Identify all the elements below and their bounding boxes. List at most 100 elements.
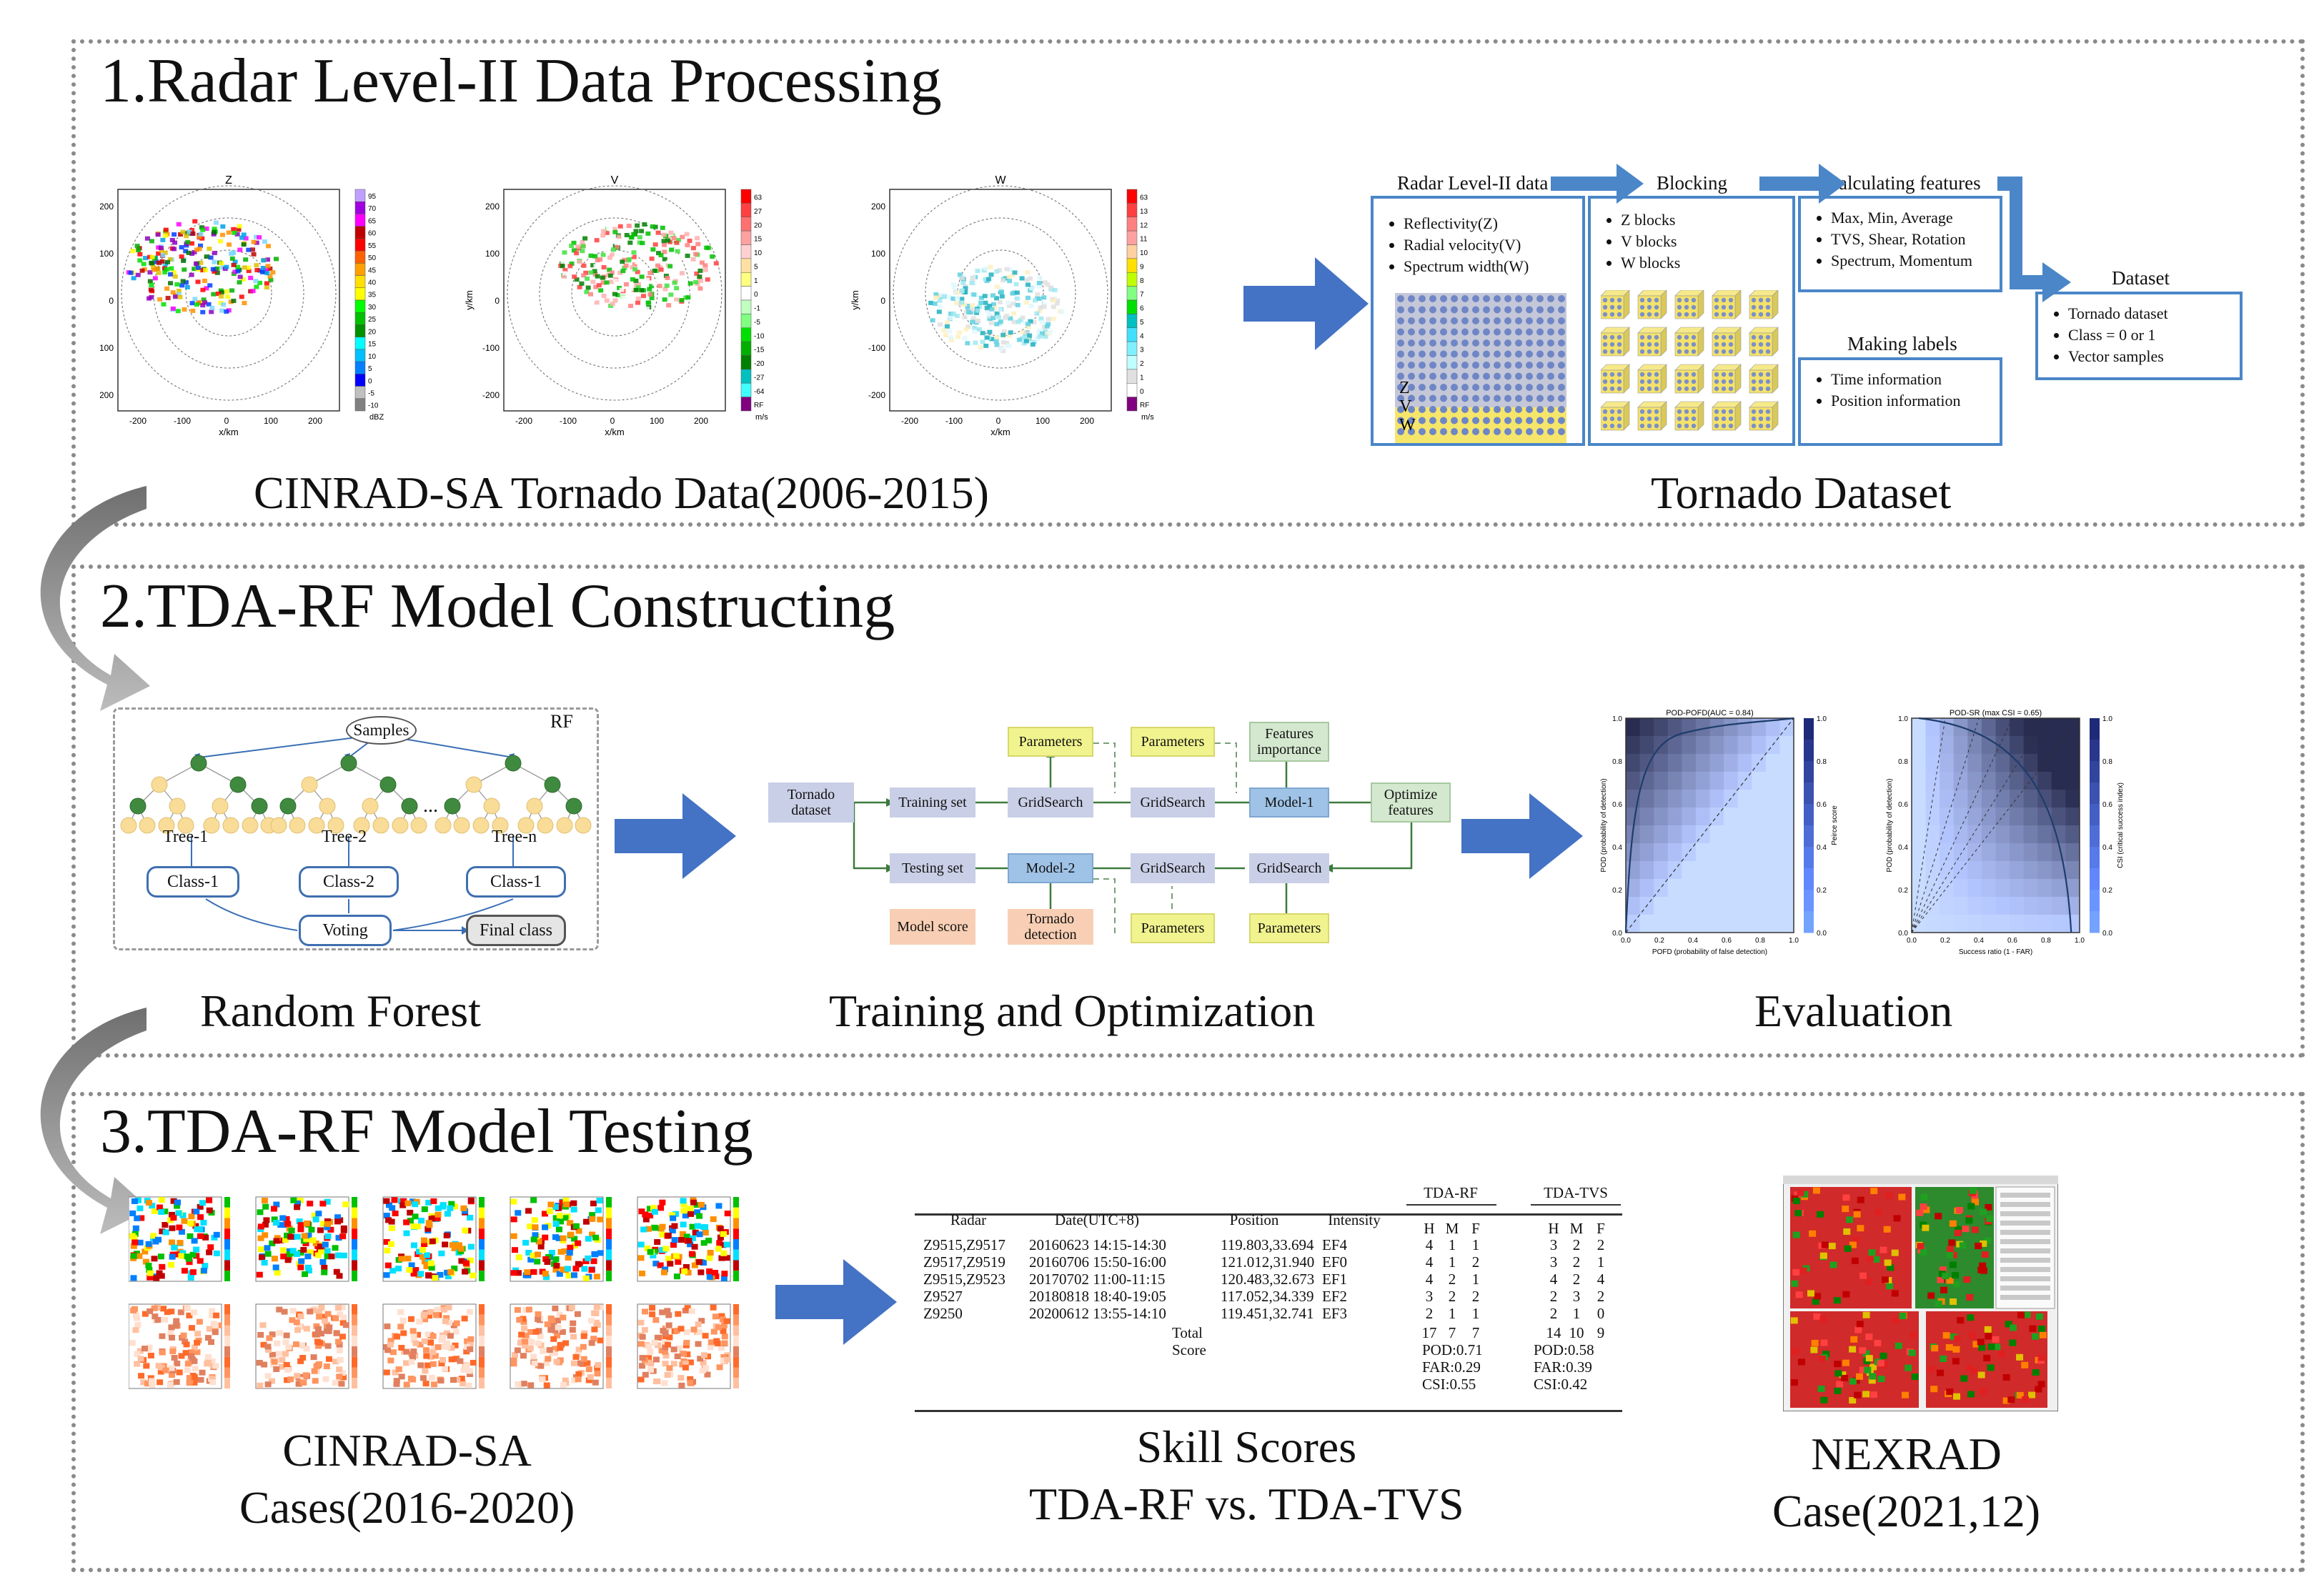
- thumb-cell: [271, 1216, 278, 1223]
- echo-cell: [1008, 330, 1013, 335]
- flow-testing-set: Testing set: [890, 853, 975, 883]
- colorbar-tick: 8: [1140, 277, 1144, 285]
- echo-cell: [630, 272, 635, 277]
- grid-yellow-band: [1395, 407, 1566, 443]
- echo-cell: [942, 294, 948, 299]
- thumb-cell: [403, 1381, 410, 1388]
- cube-dot: [1609, 297, 1615, 303]
- eval-cell: [1639, 718, 1654, 737]
- cube-dot: [1617, 416, 1622, 422]
- echo-cell: [604, 280, 610, 285]
- eval-cbar-label: CSI (critical success index): [2117, 782, 2125, 868]
- echo-cell: [569, 244, 575, 249]
- tree-node: [472, 817, 490, 834]
- thumb-cell: [687, 1241, 694, 1248]
- eval-cell: [1737, 861, 1752, 880]
- nexrad-cell: [1854, 1391, 1862, 1398]
- thumb-cell: [297, 1313, 304, 1320]
- cube-dot: [1639, 304, 1645, 310]
- echo-cell: [236, 227, 242, 232]
- grid-dot: [1397, 328, 1404, 336]
- echo-cell: [614, 240, 620, 245]
- echo-cell: [246, 247, 252, 252]
- thumb-cell: [206, 1197, 213, 1203]
- thumb-cell: [298, 1258, 305, 1264]
- thumb-cell: [147, 1270, 154, 1276]
- thumb-cell: [279, 1215, 287, 1221]
- cube-dot: [1677, 312, 1682, 317]
- echo-cell: [149, 254, 155, 259]
- echo-cell: [158, 246, 164, 251]
- thumb-cell: [585, 1366, 592, 1373]
- echo-cell: [1021, 341, 1027, 346]
- cube-dot: [1684, 423, 1689, 429]
- echo-cell: [217, 239, 223, 244]
- nexrad-cell: [1853, 1211, 1861, 1218]
- thumb-cell: [323, 1328, 330, 1334]
- thumb-cell: [391, 1197, 398, 1203]
- echo-cell: [994, 342, 1000, 347]
- eval-cell: [1925, 861, 1940, 880]
- thumb-cell: [300, 1246, 307, 1253]
- thumb-cell: [187, 1349, 194, 1356]
- thumb-cell: [581, 1330, 588, 1336]
- thumb-cell: [662, 1331, 669, 1337]
- thumb-cell: [171, 1355, 178, 1361]
- echo-cell: [595, 274, 600, 279]
- cube-dot: [1677, 342, 1682, 347]
- nexrad-cell: [1975, 1243, 1982, 1250]
- thumb-cell: [572, 1266, 580, 1272]
- thumb-cbar: [479, 1304, 485, 1315]
- thumb-cell: [145, 1241, 152, 1247]
- echo-cell: [610, 302, 615, 307]
- echo-cell: [219, 232, 225, 237]
- colorbar-tick: 10: [368, 353, 377, 361]
- cube-dot: [1647, 304, 1652, 310]
- nexrad-cell: [1792, 1268, 1800, 1276]
- thumb-cell: [417, 1362, 424, 1368]
- thumb-cell: [682, 1212, 689, 1218]
- cube-dot: [1654, 312, 1659, 317]
- eval-cell: [1912, 790, 1927, 808]
- flow-parameters-4: Parameters: [1249, 913, 1329, 943]
- eval-cell: [2023, 879, 2038, 898]
- x-tick: 200: [694, 416, 708, 426]
- thumb-cell: [181, 1268, 188, 1274]
- thumb-cell: [720, 1322, 728, 1328]
- eval-cell: [1709, 790, 1724, 808]
- echo-cell: [951, 284, 957, 289]
- thumb-cell: [274, 1235, 281, 1241]
- echo-cell: [144, 236, 150, 241]
- thumb-cell: [418, 1218, 425, 1224]
- thumb-cell: [387, 1357, 394, 1363]
- thumb-cell: [324, 1224, 331, 1231]
- thumb-cell: [305, 1232, 312, 1238]
- thumb-cell: [311, 1212, 318, 1218]
- caption-skill-line1: Skill Scores: [1136, 1421, 1357, 1472]
- thumb-cell: [294, 1204, 301, 1211]
- thumb-cell: [597, 1304, 604, 1311]
- case-thumbnail: [129, 1303, 230, 1389]
- thumb-cell: [132, 1312, 139, 1318]
- grid-dot: [1515, 372, 1522, 380]
- echo-cell: [975, 308, 980, 313]
- eval-cell: [1709, 861, 1724, 880]
- thumb-cell: [570, 1200, 577, 1206]
- echo-cell: [580, 244, 586, 249]
- grid-dot: [1461, 428, 1469, 435]
- table-cell-rf: 1: [1448, 1305, 1456, 1322]
- y-axis-label: y/km: [850, 290, 860, 309]
- thumb-cell: [672, 1253, 680, 1259]
- echo-cell: [612, 298, 618, 303]
- table-header: Date(UTC+8): [1055, 1211, 1139, 1228]
- thumb-cell: [699, 1368, 706, 1374]
- y-tick: -100: [100, 343, 114, 353]
- thumb-cell: [512, 1352, 519, 1358]
- nexrad-cell: [1886, 1283, 1894, 1290]
- echo-cell: [177, 232, 183, 237]
- colorbar-tick: 40: [368, 279, 377, 287]
- thumb-cell: [444, 1211, 451, 1217]
- colorbar-tick: 30: [368, 304, 377, 312]
- echo-cell: [962, 314, 968, 319]
- thumb-cell: [324, 1198, 331, 1205]
